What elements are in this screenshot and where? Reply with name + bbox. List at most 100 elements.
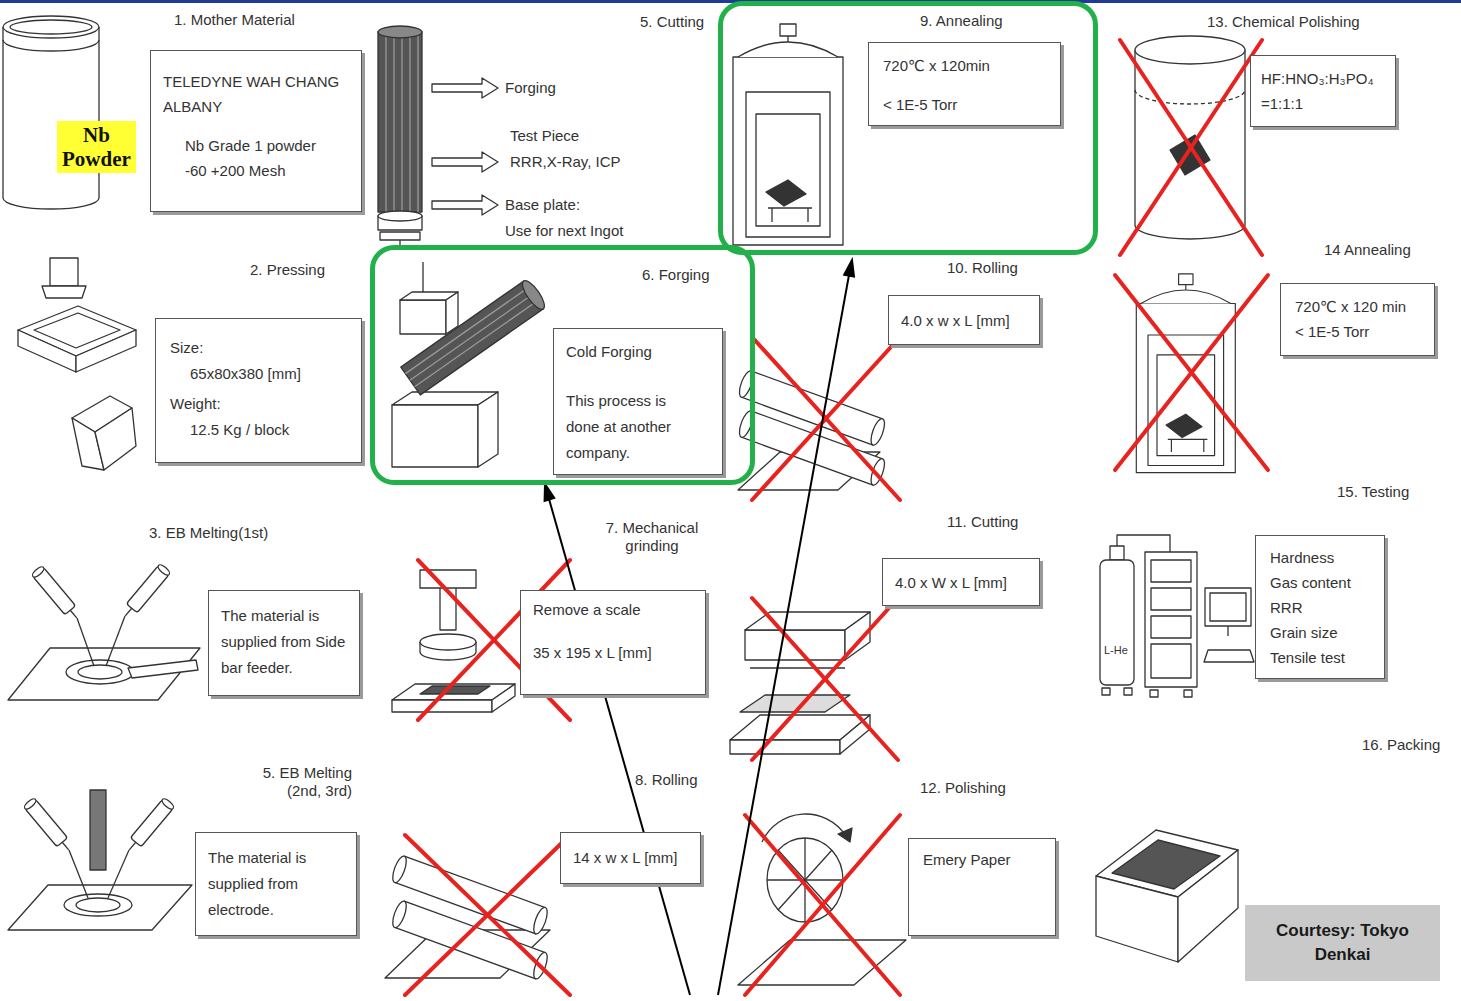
rolling-mill-icon [385, 854, 550, 980]
step-text: Size: [170, 335, 351, 361]
hollow-arrow [432, 78, 498, 98]
step-box: 14 Annealing720℃ x 120 min< 1E-5 Torr [1280, 283, 1435, 356]
ingot-icon [378, 211, 422, 221]
vacuum-furnace-icon [733, 57, 843, 245]
polishing-wheel-icon [778, 850, 805, 880]
ingot-icon [385, 34, 386, 212]
cancel-mark [752, 337, 900, 500]
forging-press-icon [422, 262, 423, 292]
eb-melting-icon [31, 565, 46, 579]
step-box: 7. Mechanical grindingRemove a scale35 x… [520, 590, 706, 695]
cancel-mark [1115, 275, 1268, 470]
forging-press-icon [446, 292, 458, 334]
eb-melting-icon [8, 790, 192, 930]
step-box: 1. Mother MaterialTELEDYNE WAH CHANG ALB… [150, 50, 362, 212]
step-box: 10. Rolling4.0 x w x L [mm] [888, 295, 1040, 345]
step-text: The material is supplied from electrode. [208, 845, 346, 923]
vacuum-furnace-icon [1141, 290, 1231, 304]
output-label: Base plate: [505, 196, 580, 214]
vacuum-furnace-icon [766, 180, 806, 206]
cancel-mark [745, 815, 900, 995]
rolling-mill-icon [737, 369, 888, 490]
vacuum-furnace-icon [1168, 439, 1208, 440]
forging-press-icon [519, 278, 548, 313]
polishing-wheel-icon [767, 838, 843, 922]
test-rig-icon [1110, 546, 1124, 560]
step-heading: 1. Mother Material [172, 11, 297, 29]
polishing-wheel-icon [805, 879, 843, 880]
cancel-mark [405, 40, 1268, 995]
ingot-icon [378, 26, 422, 250]
output-label: RRR,X-Ray, ICP [510, 153, 621, 171]
step-text: The material is supplied from Side bar f… [221, 603, 347, 681]
eb-melting-icon [157, 563, 172, 577]
grinder-icon [492, 684, 515, 712]
step-heading: 13. Chemical Polishing [1205, 13, 1362, 31]
pointer-arrow [549, 499, 690, 995]
vacuum-furnace-icon [738, 42, 838, 57]
test-rig-icon [1151, 644, 1191, 678]
test-rig-icon [1124, 688, 1132, 695]
eb-melting-icon [78, 665, 122, 679]
vacuum-furnace-icon [1179, 274, 1193, 285]
vacuum-furnace-icon [768, 207, 812, 208]
eb-melting-icon [69, 850, 88, 898]
eb-melting-icon [90, 790, 106, 870]
step-text: TELEDYNE WAH CHANG ALBANY [163, 69, 353, 119]
test-rig-icon [1145, 552, 1197, 687]
vacuum-furnace-icon [807, 208, 808, 222]
hollow-arrow [432, 195, 498, 215]
press-icon [95, 408, 136, 470]
step-text: 12.5 Kg / block [190, 417, 351, 443]
output-label: Test Piece [510, 127, 579, 145]
step-text: Hardness [1270, 545, 1374, 570]
step-box: 13. Chemical PolishingHF:HNO₃:H₃PO₄ =1:1… [1250, 55, 1396, 127]
vacuum-furnace-icon [1136, 274, 1235, 473]
step-heading: 8. Rolling [633, 771, 700, 789]
step-text: Nb Grade 1 powder [185, 133, 353, 158]
step-text: 720℃ x 120min [883, 53, 1050, 78]
vacuum-furnace-icon [1166, 414, 1202, 437]
eb-melting-icon [76, 898, 120, 912]
step-heading: 10. Rolling [945, 259, 1020, 277]
step-box: 720℃ x 120min< 1E-5 Torr [868, 42, 1061, 126]
step-heading: 15. Testing [1335, 483, 1411, 501]
step-text: Grain size [1270, 620, 1374, 645]
powder-can-icon [3, 16, 99, 38]
vacuum-furnace-icon [787, 36, 788, 42]
eb-melting-icon [77, 618, 94, 666]
ingot-icon [378, 26, 422, 38]
pointer-arrow [844, 260, 854, 277]
polishing-wheel-icon [805, 850, 832, 880]
step-box: 11. Cutting4.0 x W x L [mm] [882, 558, 1040, 606]
vacuum-furnace-icon [771, 208, 772, 222]
step-heading: 16. Packing [1362, 736, 1440, 754]
polishing-wheel-icon [778, 880, 805, 910]
eb-melting-icon [23, 797, 38, 811]
pointer-arrow [718, 275, 849, 995]
rolling-mill-icon [390, 854, 409, 884]
test-rig-icon [1204, 650, 1254, 662]
step-text: Gas content [1270, 570, 1374, 595]
vacuum-furnace-icon [1185, 285, 1186, 290]
step-text: Courtesy: Tokyo Denkai [1267, 919, 1418, 967]
hollow-arrow [432, 152, 498, 172]
cancel-mark [405, 835, 570, 995]
vacuum-furnace-icon [780, 24, 796, 36]
shear-icon [750, 667, 845, 668]
test-rig-icon [1100, 560, 1134, 685]
ingot-icon [378, 32, 422, 212]
shear-icon [730, 612, 870, 754]
rolling-mill-icon [390, 899, 550, 980]
test-rig-icon [1151, 560, 1191, 582]
step-text: 65x80x380 [mm] [190, 361, 351, 387]
step-text: Emery Paper [923, 847, 1045, 872]
rolling-mill-icon [868, 417, 887, 447]
press-icon [18, 258, 136, 470]
press-icon [50, 258, 78, 286]
polishing-wheel-icon [738, 940, 906, 985]
powder-can-icon [3, 27, 99, 209]
step-heading: 9. Annealing [918, 12, 1005, 30]
cancel-mark [752, 598, 898, 760]
shear-icon [840, 715, 870, 754]
